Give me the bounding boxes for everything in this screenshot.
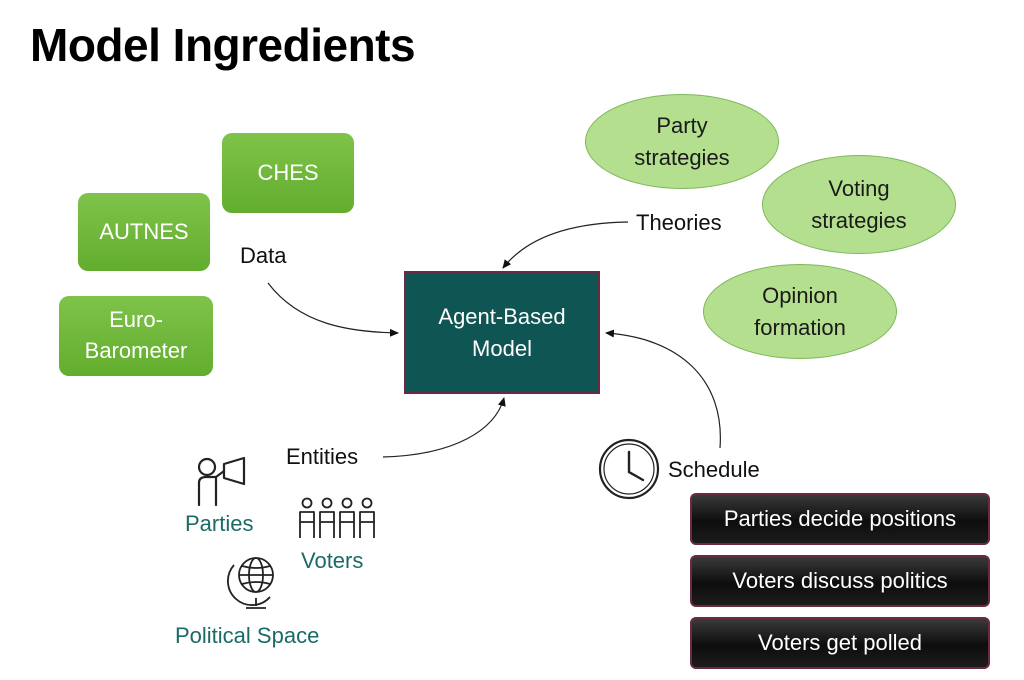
agent-based-model-box: Agent-Based Model: [404, 271, 600, 394]
globe-icon: [227, 557, 274, 609]
arrow-data: [267, 282, 399, 337]
data-box-autnes: AUTNES: [78, 193, 210, 271]
arrow-entities: [382, 397, 506, 458]
schedule-step-2: Voters discuss politics: [690, 555, 990, 607]
political-space-label: Political Space: [175, 623, 320, 648]
voters-label: Voters: [301, 548, 364, 573]
data-box-eurobarometer: Euro- Barometer: [59, 296, 213, 376]
theory-opinion-formation: Opinion formation: [703, 264, 897, 359]
schedule-step-1: Parties decide positions: [690, 493, 990, 545]
arrow-theories: [502, 221, 629, 269]
schedule-step-3: Voters get polled: [690, 617, 990, 669]
clock-icon: [598, 438, 660, 500]
slide-title: Model Ingredients: [30, 19, 416, 71]
entities-label: Entities: [286, 444, 359, 469]
parties-label: Parties: [185, 511, 254, 536]
theory-voting-strategies: Voting strategies: [762, 155, 956, 254]
theories-label: Theories: [636, 210, 722, 235]
voters-icon: [299, 497, 375, 538]
arrow-schedule: [605, 329, 721, 449]
megaphone-icon: [197, 456, 246, 507]
theory-party-strategies: Party strategies: [585, 94, 779, 189]
data-label: Data: [240, 243, 287, 268]
data-box-ches: CHES: [222, 133, 354, 213]
schedule-label: Schedule: [668, 457, 760, 482]
